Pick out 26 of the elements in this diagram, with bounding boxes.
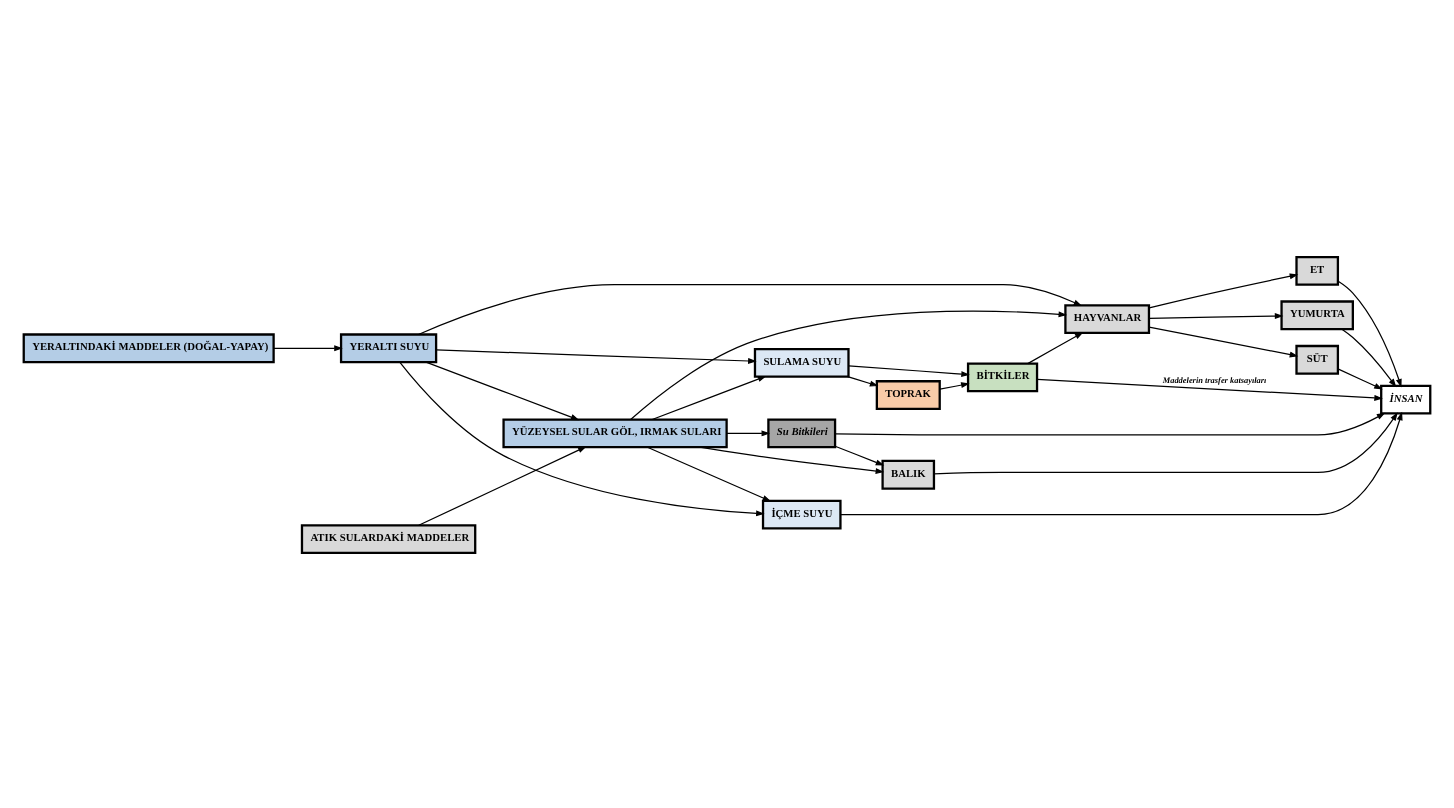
- arrow: [1337, 279, 1402, 387]
- arrow: [1341, 327, 1397, 387]
- arrow: [1148, 325, 1299, 357]
- arrow: [1148, 272, 1299, 308]
- arrow: [1337, 367, 1383, 389]
- arrow: [699, 445, 885, 474]
- arrow: [933, 411, 1398, 474]
- arrow: [630, 309, 1068, 420]
- arrow: [834, 444, 885, 465]
- arrow: [847, 375, 879, 386]
- arrow: [1036, 377, 1383, 400]
- arrow: [939, 381, 970, 389]
- arrow: [726, 429, 771, 436]
- arrow: [399, 360, 765, 516]
- arrow: [273, 344, 343, 351]
- arrow: [840, 410, 1403, 515]
- arrow: [834, 411, 1386, 435]
- arrow: [418, 445, 587, 525]
- arrow: [417, 283, 1083, 335]
- arrow: [651, 375, 767, 420]
- arrow: [1148, 312, 1284, 319]
- arrow: [425, 360, 580, 420]
- arrow: [1027, 331, 1084, 364]
- arrow: [435, 348, 757, 363]
- arrow: [848, 364, 970, 377]
- arrow: [646, 445, 772, 501]
